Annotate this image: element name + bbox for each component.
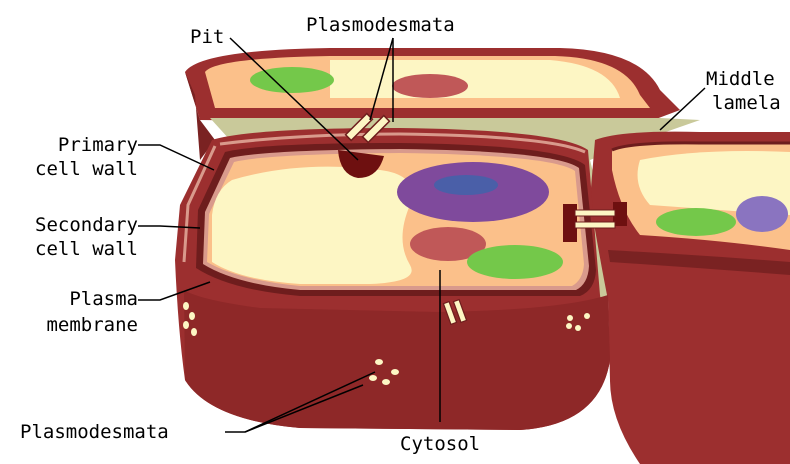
label-secondary-wall-line1: Secondary xyxy=(35,214,138,236)
label-middle-lamella-line1: Middle xyxy=(706,68,775,90)
label-primary-wall-line2: cell wall xyxy=(35,158,138,180)
mitochondrion-back xyxy=(392,74,468,98)
label-middle-lamella-line2: lamela xyxy=(712,92,781,114)
label-plasmodesmata-top: Plasmodesmata xyxy=(306,14,455,36)
nucleolus xyxy=(434,175,498,195)
label-plasma-membrane-line1: Plasma xyxy=(69,288,138,310)
right-cell xyxy=(590,132,790,464)
chloroplast-back xyxy=(250,67,334,93)
label-plasma-membrane-line2: membrane xyxy=(46,314,138,336)
label-primary-wall-line1: Primary xyxy=(58,134,138,156)
label-plasmodesmata-bottom: Plasmodesmata xyxy=(20,421,169,443)
chloroplast xyxy=(467,245,563,279)
label-pit: Pit xyxy=(190,26,224,48)
front-cell xyxy=(175,114,627,430)
vacuole xyxy=(212,167,412,284)
nucleus-right xyxy=(736,196,788,232)
chloroplast-right xyxy=(656,208,736,236)
label-cytosol: Cytosol xyxy=(400,433,480,455)
label-secondary-wall-line2: cell wall xyxy=(35,238,138,260)
